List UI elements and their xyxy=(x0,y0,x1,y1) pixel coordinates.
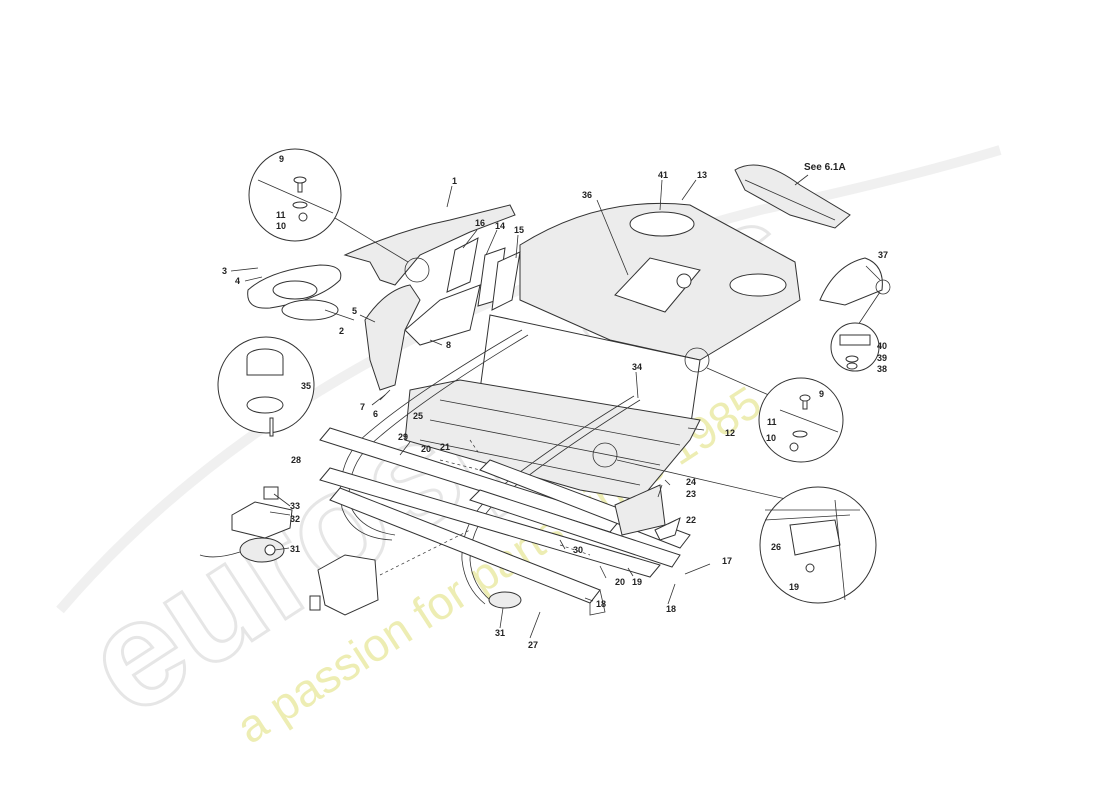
callout-36: 36 xyxy=(582,190,592,200)
rear-bulkhead-panel[interactable] xyxy=(404,314,701,501)
callout-27: 27 xyxy=(528,640,538,650)
callout-33: 33 xyxy=(290,501,300,511)
detail-circle-latch xyxy=(217,336,315,437)
callout-34: 34 xyxy=(632,362,642,372)
lamp-bulb-holder xyxy=(263,486,279,500)
callout-40: 40 xyxy=(877,341,887,351)
mounting-bracket[interactable] xyxy=(309,554,379,616)
callout-5: 5 xyxy=(352,306,357,316)
top-cover-assembly[interactable] xyxy=(734,164,851,229)
callout-20-lower: 20 xyxy=(615,577,625,587)
callout-22: 22 xyxy=(686,515,696,525)
callout-37: 37 xyxy=(878,250,888,260)
reference-see-6-1a: See 6.1A xyxy=(804,162,846,173)
callout-6: 6 xyxy=(373,409,378,419)
speaker-cutout-right xyxy=(729,273,787,297)
callout-32: 32 xyxy=(290,514,300,524)
lamp-opening xyxy=(272,280,318,300)
callout-31-left: 31 xyxy=(290,544,300,554)
callout-12: 12 xyxy=(725,428,735,438)
callout-2: 2 xyxy=(339,326,344,336)
callout-3: 3 xyxy=(222,266,227,276)
fixing-hole xyxy=(676,273,692,289)
callout-18-left: 18 xyxy=(596,599,606,609)
motor-hub xyxy=(264,544,276,556)
detail-circle-fixing-right xyxy=(758,377,844,463)
callout-labels: 1 2 3 4 5 6 7 8 9 9 10 10 11 11 12 13 14… xyxy=(222,154,888,650)
parcel-shelf-panel[interactable] xyxy=(519,202,801,361)
quarter-trim[interactable] xyxy=(364,284,481,391)
trim-panel-37[interactable] xyxy=(819,257,883,306)
assembly-lines xyxy=(379,439,591,576)
callout-16: 16 xyxy=(475,218,485,228)
callout-13: 13 xyxy=(697,170,707,180)
callout-35: 35 xyxy=(301,381,311,391)
wheel-hub-31[interactable] xyxy=(488,591,522,609)
callout-17: 17 xyxy=(722,556,732,566)
callout-14: 14 xyxy=(495,221,505,231)
callout-7: 7 xyxy=(360,402,365,412)
callout-28: 28 xyxy=(291,455,301,465)
callout-18-right: 18 xyxy=(666,604,676,614)
callout-41: 41 xyxy=(658,170,668,180)
sill-rail-middle[interactable] xyxy=(319,467,661,578)
callout-20-upper: 20 xyxy=(421,444,431,454)
callout-15: 15 xyxy=(514,225,524,235)
boot-lamp[interactable] xyxy=(231,486,293,539)
callout-26-detail: 26 xyxy=(771,542,781,552)
callout-38: 38 xyxy=(877,364,887,374)
callout-10-top: 10 xyxy=(276,221,286,231)
callout-8: 8 xyxy=(446,340,451,350)
callout-30: 30 xyxy=(573,545,583,555)
callout-21: 21 xyxy=(440,442,450,452)
callout-24: 24 xyxy=(686,477,696,487)
callout-leaders xyxy=(230,174,881,639)
trim-insert xyxy=(614,257,701,313)
bracket-stud xyxy=(309,595,321,611)
sill-rail-lower[interactable] xyxy=(329,487,606,616)
callout-9-top: 9 xyxy=(279,154,284,164)
detail-circle-bracket xyxy=(830,322,880,372)
callout-10-right: 10 xyxy=(766,433,776,443)
lamp-lens[interactable] xyxy=(281,299,339,321)
callout-19: 19 xyxy=(632,577,642,587)
callout-11-top: 11 xyxy=(276,210,286,220)
callout-31-lower: 31 xyxy=(495,628,505,638)
callout-4: 4 xyxy=(235,276,240,286)
callout-11-right: 11 xyxy=(767,417,777,427)
callout-39: 39 xyxy=(877,353,887,363)
wiring-motor[interactable] xyxy=(199,537,285,563)
callout-29: 29 xyxy=(398,432,408,442)
speaker-cutout-left xyxy=(629,211,695,237)
callout-25: 25 xyxy=(413,411,423,421)
lamp-housing[interactable] xyxy=(247,264,342,309)
callout-23: 23 xyxy=(686,489,696,499)
callout-19-detail: 19 xyxy=(789,582,799,592)
detail-circle-fixing-top xyxy=(248,148,342,242)
callout-1: 1 xyxy=(452,176,457,186)
callout-9-right: 9 xyxy=(819,389,824,399)
detail-circle-sill xyxy=(759,486,877,604)
corner-bracket[interactable] xyxy=(614,484,681,541)
pillar-trim[interactable] xyxy=(343,204,516,286)
seatbelt-bracket[interactable] xyxy=(446,237,521,311)
